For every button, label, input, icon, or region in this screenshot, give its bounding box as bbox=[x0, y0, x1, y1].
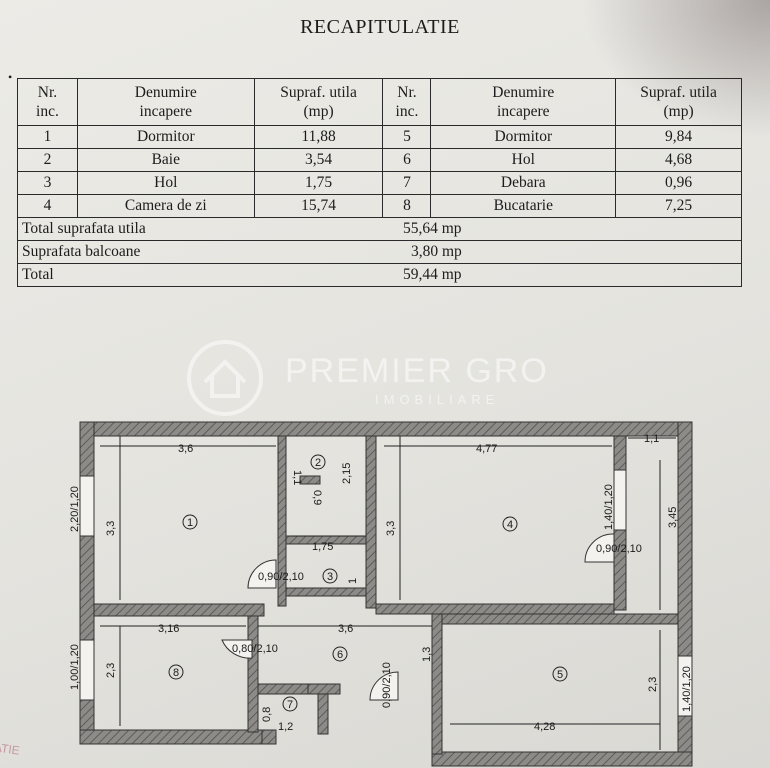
dimension-label: 1,40/1,20 bbox=[681, 666, 693, 712]
cell-room: Dormitor bbox=[430, 125, 617, 149]
table-row: 4 Camera de zi 15,74 8 Bucatarie 7,25 bbox=[17, 194, 742, 218]
dimension-label: 1,3 bbox=[421, 647, 433, 662]
room-number: 7 bbox=[287, 699, 293, 711]
grand-total-label: Total bbox=[16, 263, 383, 287]
watermark-subtitle: IMOBILIARE bbox=[375, 392, 500, 407]
room-number: 6 bbox=[337, 649, 343, 661]
total-row: Suprafata balcoane 3,80 mp bbox=[16, 240, 742, 264]
cell-area: 9,84 bbox=[615, 125, 742, 149]
dimension-label: 2,20/1,20 bbox=[69, 486, 81, 532]
cell-nr: 5 bbox=[382, 125, 432, 149]
cell-nr: 2 bbox=[17, 148, 78, 172]
balcony-value: 3,80 mp bbox=[382, 240, 742, 264]
cell-nr: 1 bbox=[17, 125, 78, 149]
header-suprafata: Supraf. utila(mp) bbox=[253, 78, 384, 126]
cell-nr: 7 bbox=[382, 171, 432, 195]
room-markers: 1 2 3 4 5 6 7 8 bbox=[168, 454, 568, 712]
cell-area: 7,25 bbox=[615, 194, 742, 218]
cell-room: Dormitor bbox=[76, 125, 255, 149]
dimension-label: 3,6 bbox=[178, 443, 193, 455]
cell-nr: 8 bbox=[382, 194, 432, 218]
cell-area: 1,75 bbox=[253, 171, 384, 195]
total-usable-label: Total suprafata utila bbox=[16, 217, 383, 241]
cell-area: 15,74 bbox=[253, 194, 384, 218]
cell-nr: 4 bbox=[17, 194, 78, 218]
cell-area: 4,68 bbox=[615, 148, 742, 172]
dimension-label: 3,16 bbox=[158, 623, 179, 635]
walls bbox=[79, 421, 693, 767]
cell-room: Debara bbox=[430, 171, 617, 195]
house-icon bbox=[187, 340, 263, 416]
dimension-label: 1,1 bbox=[291, 470, 303, 485]
cell-room: Hol bbox=[76, 171, 255, 195]
header-nr-inc: Nr.inc. bbox=[17, 78, 78, 126]
room-number: 2 bbox=[315, 457, 321, 469]
dimension-label: 0,90/2,10 bbox=[258, 571, 304, 583]
table-row: 1 Dormitor 11,88 5 Dormitor 9,84 bbox=[17, 125, 742, 149]
header-suprafata-2: Supraf. utila(mp) bbox=[615, 78, 742, 126]
cell-nr: 6 bbox=[382, 148, 432, 172]
cell-area: 3,54 bbox=[253, 148, 384, 172]
dimension-label: 1 bbox=[347, 578, 359, 584]
dimension-lines bbox=[100, 436, 676, 750]
dimension-label: 2,3 bbox=[105, 663, 117, 678]
dimension-label: 0,80/2,10 bbox=[232, 643, 278, 655]
total-usable-value: 55,64 mp bbox=[382, 217, 742, 241]
grand-total-value: 59,44 mp bbox=[382, 263, 742, 287]
table-row: 3 Hol 1,75 7 Debara 0,96 bbox=[17, 171, 742, 195]
cell-room: Baie bbox=[76, 148, 255, 172]
dimension-label: 1,2 bbox=[278, 721, 293, 733]
cell-nr: 3 bbox=[17, 171, 78, 195]
cell-room: Bucatarie bbox=[430, 194, 617, 218]
dimension-label: 4,77 bbox=[476, 443, 497, 455]
dimension-label: 3,45 bbox=[667, 507, 679, 528]
windows bbox=[79, 469, 693, 717]
dimension-label: 2,3 bbox=[647, 677, 659, 692]
cell-area: 0,96 bbox=[615, 171, 742, 195]
room-number: 1 bbox=[187, 517, 193, 529]
watermark-name: PREMIER GRO bbox=[285, 352, 549, 390]
dimension-label: 0,8 bbox=[261, 707, 273, 722]
dimension-label: 1,75 bbox=[312, 541, 333, 553]
header-nr-inc-2: Nr.inc. bbox=[382, 78, 432, 126]
cell-room: Camera de zi bbox=[76, 194, 255, 218]
dimension-label: 1,1 bbox=[644, 433, 659, 445]
dimension-labels: 3,6 4,77 1,1 1,1 0,9 2,15 1,75 1 3,3 3,3… bbox=[69, 433, 693, 733]
dimension-label: 1,00/1,20 bbox=[69, 644, 81, 690]
room-number: 8 bbox=[173, 667, 179, 679]
dimension-label: 0,9 bbox=[311, 490, 323, 505]
room-number: 5 bbox=[557, 669, 563, 681]
table-row: 2 Baie 3,54 6 Hol 4,68 bbox=[17, 148, 742, 172]
cell-area: 11,88 bbox=[253, 125, 384, 149]
bullet-mark: • bbox=[8, 70, 13, 84]
door-swings bbox=[221, 533, 615, 701]
watermark: PREMIER GRO IMOBILIARE bbox=[185, 338, 605, 418]
dimension-label: 4,28 bbox=[534, 721, 555, 733]
room-number: 3 bbox=[327, 571, 333, 583]
total-row: Total suprafata utila 55,64 mp bbox=[16, 217, 742, 241]
total-row: Total 59,44 mp bbox=[16, 263, 742, 287]
dimension-label: 1,40/1,20 bbox=[603, 484, 615, 530]
dimension-label: 0,90/2,10 bbox=[381, 662, 393, 708]
stamp-fragment: ATIE bbox=[0, 740, 21, 758]
dimension-label: 0,90/2,10 bbox=[596, 543, 642, 555]
dimension-label: 3,3 bbox=[385, 521, 397, 536]
page-title: RECAPITULATIE bbox=[300, 16, 460, 38]
dimension-label: 3,6 bbox=[338, 623, 353, 635]
room-number: 4 bbox=[507, 519, 513, 531]
balcony-label: Suprafata balcoane bbox=[16, 240, 383, 264]
cell-room: Hol bbox=[430, 148, 617, 172]
dimension-label: 2,15 bbox=[341, 463, 353, 484]
dimension-label: 3,3 bbox=[105, 521, 117, 536]
floor-plan: 3,6 4,77 1,1 1,1 0,9 2,15 1,75 1 3,3 3,3… bbox=[69, 421, 693, 767]
